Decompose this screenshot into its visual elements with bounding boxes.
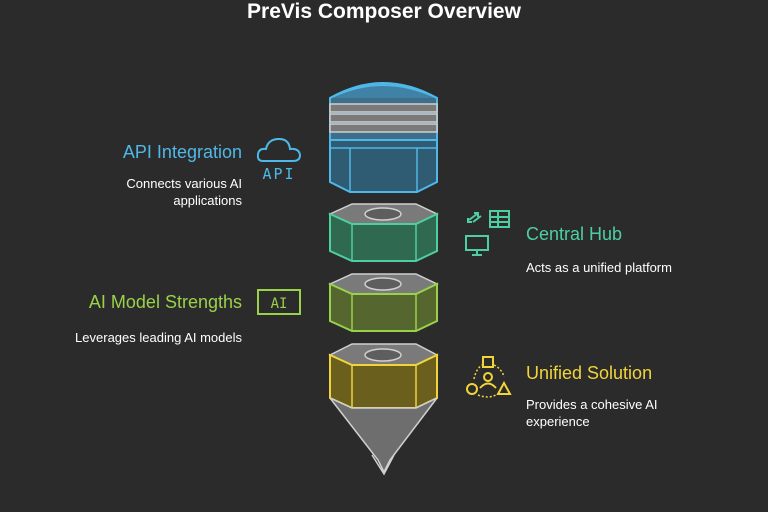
unified-solution-description: Provides a cohesive AI experience — [526, 397, 658, 429]
central-hub-description: Acts as a unified platform — [526, 260, 672, 275]
ai-model-strengths-description: Leverages leading AI models — [75, 330, 242, 345]
cylinder-segment — [329, 82, 438, 193]
api-icon-label: API — [262, 165, 295, 183]
ai-chip-icon: AI — [257, 289, 301, 315]
hub-nut-segment — [328, 203, 439, 262]
api-integration-heading: API Integration — [122, 142, 242, 162]
diagram-title: PreVis Composer Overview — [247, 0, 521, 23]
solution-bolt-segment — [328, 343, 439, 476]
central-hub-heading: Central Hub — [526, 224, 623, 244]
ai-icon-label: AI — [271, 296, 288, 312]
unified-solution-heading: Unified Solution — [526, 363, 653, 383]
ai-model-strengths-heading: AI Model Strengths — [88, 292, 242, 312]
shapes-user-icon — [466, 356, 512, 398]
api-integration-description: Connects various AI applications — [126, 176, 242, 208]
models-nut-segment — [328, 273, 439, 332]
cloud-api-icon: API — [256, 137, 302, 183]
hub-devices-icon — [465, 210, 510, 256]
